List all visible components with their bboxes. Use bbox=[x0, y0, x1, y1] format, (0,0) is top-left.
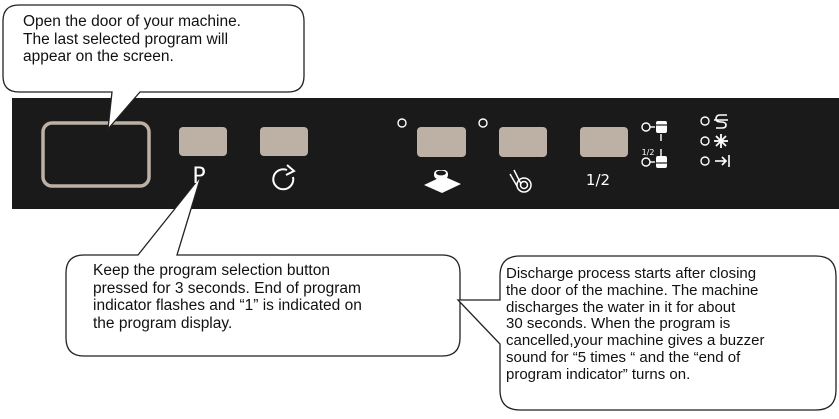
upper-basket-icon bbox=[656, 121, 667, 133]
callout-discharge bbox=[456, 255, 837, 411]
salt-indicator-icon bbox=[714, 114, 728, 129]
half-load-indicator-label: 1/2 bbox=[641, 148, 655, 157]
callout-discharge-text: Discharge process starts after closing t… bbox=[506, 265, 765, 383]
callout-hold-program bbox=[65, 175, 461, 357]
callout-hold-program-text: Keep the program selection button presse… bbox=[93, 262, 362, 332]
half-load-button[interactable] bbox=[580, 127, 628, 157]
half-load-indicator bbox=[641, 122, 662, 167]
callout-door-open-text: Open the door of your machine. The last … bbox=[23, 13, 241, 65]
eco-button[interactable] bbox=[499, 127, 547, 157]
hand-touch-icon bbox=[509, 169, 532, 193]
half-load-label: 1/2 bbox=[585, 171, 611, 189]
program-button[interactable] bbox=[179, 127, 227, 156]
detergent-tablet-icon bbox=[424, 170, 461, 193]
program-display bbox=[41, 121, 151, 188]
tablet-led bbox=[397, 118, 407, 128]
circular-arrow-icon bbox=[272, 164, 296, 191]
end-of-program-led bbox=[700, 156, 710, 166]
callout-door-open bbox=[2, 4, 305, 131]
lower-basket-icon bbox=[656, 156, 667, 168]
eco-led bbox=[478, 118, 488, 128]
end-of-program-icon bbox=[715, 155, 730, 167]
salt-led bbox=[700, 116, 710, 126]
rinse-aid-star-icon bbox=[714, 134, 728, 148]
program-button-label: P bbox=[192, 164, 206, 189]
start-button[interactable] bbox=[260, 127, 308, 156]
rinse-aid-led bbox=[700, 136, 710, 146]
tablet-button[interactable] bbox=[417, 127, 466, 157]
